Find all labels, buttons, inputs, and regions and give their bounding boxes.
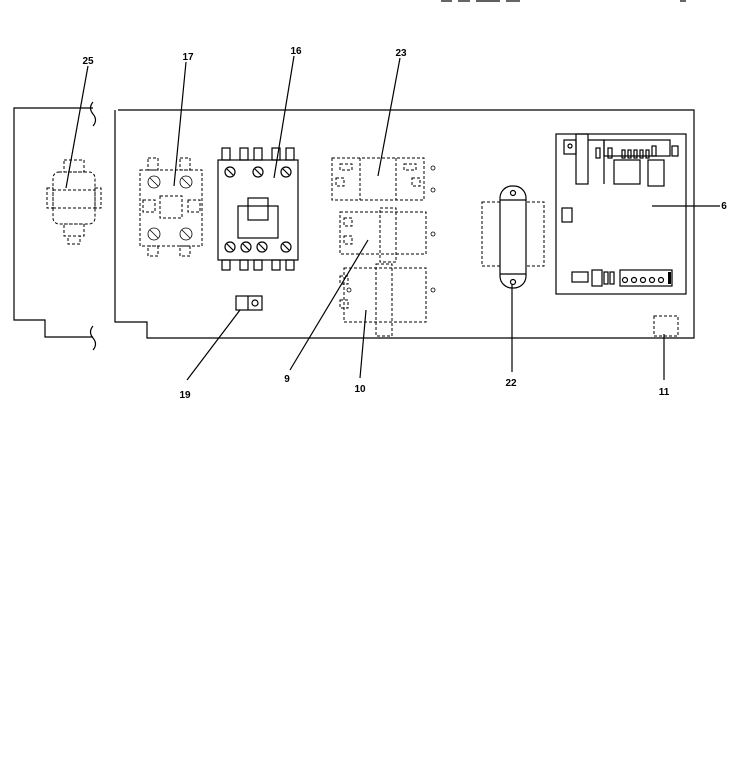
relay-9 (339, 207, 436, 263)
callout-25: 25 (82, 56, 94, 67)
relay-10 (339, 263, 436, 337)
callout-16: 16 (290, 46, 302, 57)
contactor-17 (139, 157, 203, 257)
callout-22: 22 (505, 378, 517, 389)
callout-10: 10 (354, 384, 366, 395)
callout-6: 6 (721, 201, 727, 212)
callout-19: 19 (179, 390, 191, 401)
fuse-block-25 (46, 159, 102, 245)
relay-23 (331, 157, 436, 201)
callout-11: 11 (659, 387, 670, 398)
leader-lines (65, 55, 720, 381)
block-11 (653, 315, 679, 337)
callout-9: 9 (284, 374, 290, 385)
control-board-6 (555, 133, 687, 295)
mounting-panel (114, 109, 695, 339)
side-cover-outline (13, 101, 97, 351)
callout-17: 17 (182, 52, 194, 63)
block-19 (235, 295, 263, 311)
callout-23: 23 (395, 48, 407, 59)
contactor-16 (217, 147, 299, 271)
transformer-22 (481, 185, 545, 289)
